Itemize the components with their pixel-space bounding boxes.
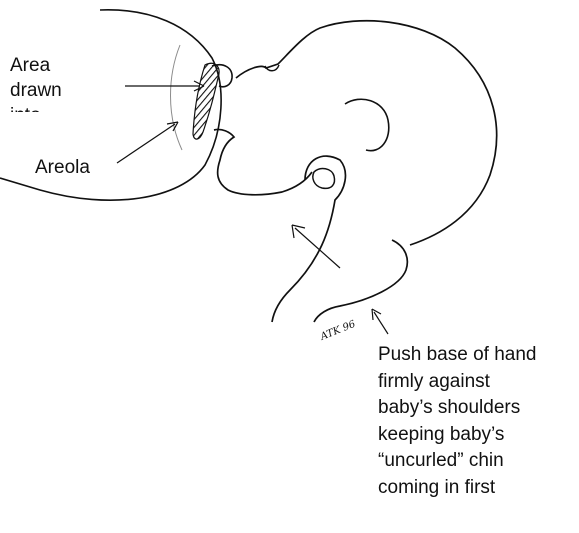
label-push-line: “uncurled” chin — [378, 448, 536, 475]
label-push-instruction: Push base of hand firmly against baby’s … — [378, 342, 536, 501]
arrow-push-label-shaft — [374, 312, 388, 334]
label-push-line: keeping baby’s — [378, 422, 536, 449]
label-area-drawn-into: Area drawn into — [10, 53, 62, 112]
baby-neck-back — [314, 240, 407, 322]
arrow-areola-head — [167, 122, 178, 131]
baby-chin-outline — [214, 129, 312, 194]
artist-mark: ATK 96 — [318, 319, 358, 344]
arrow-push-hand-shaft — [295, 228, 340, 268]
latched-area-hatching — [193, 63, 219, 139]
baby-head-outline — [236, 21, 497, 245]
arrow-areola-shaft — [117, 124, 175, 163]
label-area-line2: drawn — [10, 78, 62, 103]
areola-outline — [171, 45, 183, 150]
label-area-line3: into — [10, 103, 62, 112]
baby-ear — [345, 99, 389, 150]
label-area-line1: Area — [10, 53, 62, 78]
label-push-line: baby’s shoulders — [378, 395, 536, 422]
thumbnail — [313, 169, 335, 189]
label-areola: Areola — [35, 155, 90, 180]
label-push-line: firmly against — [378, 369, 536, 396]
label-push-line: coming in first — [378, 475, 536, 502]
arrow-push-label-head — [372, 309, 381, 320]
label-push-line: Push base of hand — [378, 342, 536, 369]
